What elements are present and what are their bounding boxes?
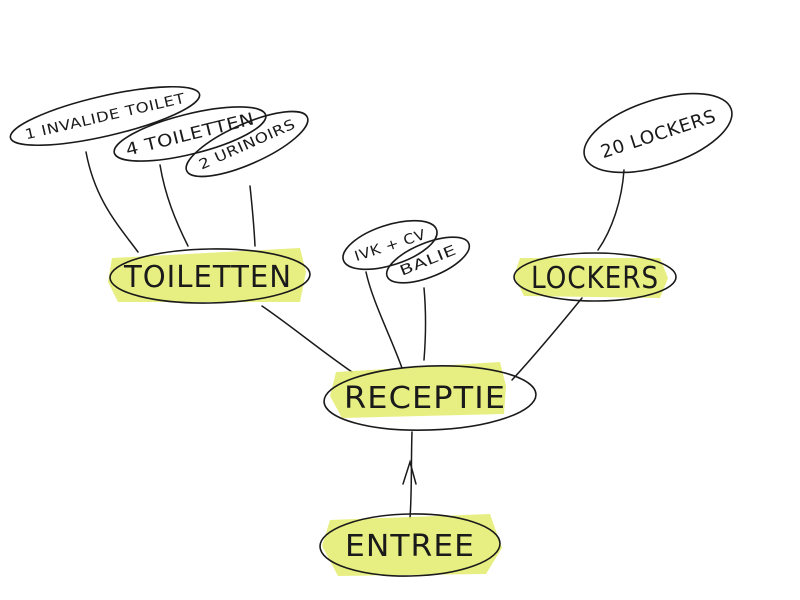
node-invalide-toilet-outline — [9, 85, 201, 147]
edge-lockers-20lockers — [597, 169, 625, 251]
node-entree: ENTREE — [319, 513, 502, 577]
edge-receptie-lockers — [511, 297, 583, 381]
node-receptie-outline — [323, 365, 537, 431]
edge-toiletten-urinoirs — [249, 185, 256, 247]
edge-receptie-balie — [423, 287, 427, 361]
node-toiletten-label: TOILETTEN — [123, 260, 292, 295]
node-ivk-cv-outline — [342, 219, 438, 271]
edges — [85, 151, 625, 519]
node-urinoirs-outline — [185, 110, 309, 178]
node-toiletten-highlight — [108, 248, 306, 302]
edge-receptie-toiletten — [261, 305, 353, 373]
node-lockers-label: LOCKERS — [531, 261, 659, 296]
node-receptie-highlight — [330, 362, 506, 418]
node-lockers-outline — [513, 252, 677, 302]
node-lockers: LOCKERS — [513, 252, 677, 302]
node-entree-outline — [319, 513, 501, 577]
edge-toiletten-4toiletten — [159, 164, 189, 247]
edge-arrowhead — [402, 459, 417, 485]
node-receptie-label: RECEPTIE — [344, 381, 506, 416]
edge-receptie-ivk-cv — [365, 271, 403, 369]
edge-entree-receptie — [409, 431, 413, 519]
node-entree-label: ENTREE — [345, 529, 475, 564]
edge-toiletten-invalide — [85, 151, 139, 253]
node-20-lockers: 20 LOCKERS — [583, 92, 733, 174]
node-balie-outline — [385, 236, 471, 284]
node-toiletten-outline — [109, 248, 311, 304]
node-lockers-highlight — [514, 258, 668, 298]
node-entree-highlight — [322, 514, 502, 576]
node-toiletten: TOILETTEN — [108, 248, 311, 304]
node-receptie: RECEPTIE — [323, 362, 537, 431]
node-20-lockers-outline — [583, 92, 733, 174]
